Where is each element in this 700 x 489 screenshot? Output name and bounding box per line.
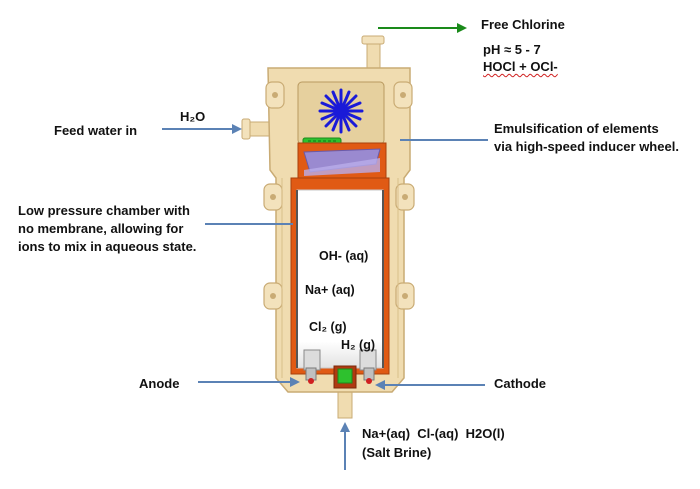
chamber-label-line-1: Low pressure chamber with — [18, 203, 190, 218]
mounting-lugs — [263, 81, 415, 310]
electrode-anode — [303, 349, 321, 384]
feed-water-label: Feed water in — [54, 123, 138, 138]
emulsification-label-line-1: Emulsification of elements — [494, 121, 659, 136]
arrows — [162, 23, 488, 470]
reaction-chamber — [290, 177, 390, 375]
inducer-base — [297, 142, 387, 180]
cathode-label: Cathode — [494, 376, 546, 391]
na-ion-label: Na+ (aq) — [305, 283, 355, 297]
hocl-text: HOCl + OCl- — [483, 59, 558, 74]
anode-label: Anode — [139, 376, 180, 391]
inducer-wheel — [318, 88, 364, 134]
brine-inlet-valve — [333, 365, 357, 389]
bolt-holes — [270, 92, 408, 299]
oh-ion-label: OH- (aq) — [319, 249, 369, 263]
free-chlorine-label: Free Chlorine — [481, 17, 565, 32]
hocl-label: HOCl + OCl- — [483, 58, 558, 75]
ph-label: pH ≈ 5 - 7 — [483, 42, 541, 57]
emulsification-label-line-2: via high-speed inducer wheel. — [494, 139, 679, 154]
h2-gas-label: H₂ (g) — [341, 338, 376, 352]
h2o-label: H₂O — [180, 109, 206, 124]
electrode-cathode — [359, 349, 377, 384]
brine-name-label: (Salt Brine) — [362, 445, 432, 460]
chamber-label-line-3: ions to mix in aqueous state. — [18, 239, 197, 254]
brine-formula-label: Na+(aq) Cl-(aq) H2O(l) — [362, 426, 505, 441]
cl2-gas-label: Cl₂ (g) — [309, 320, 347, 334]
chamber-label-line-2: no membrane, allowing for — [18, 221, 184, 236]
